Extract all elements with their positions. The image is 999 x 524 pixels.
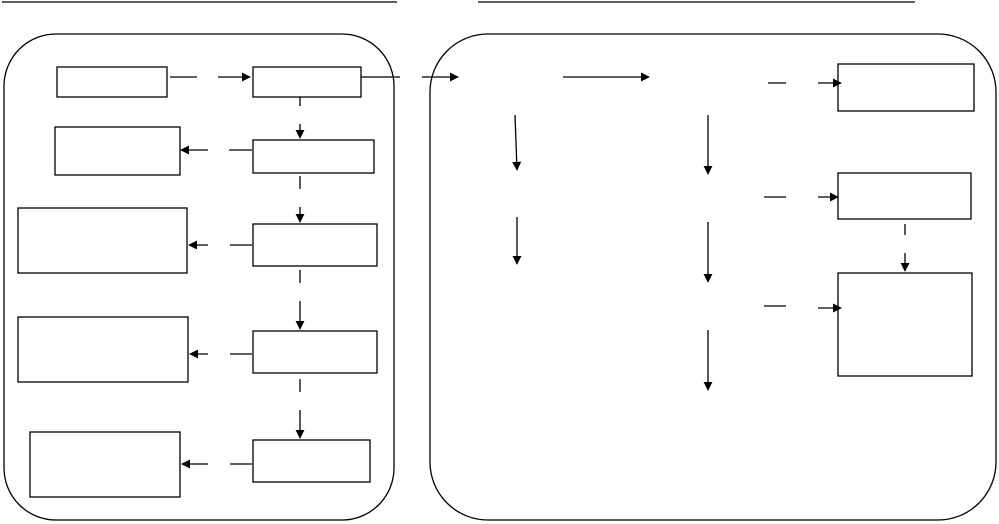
right-panel	[429, 33, 997, 521]
left-main-box-2	[252, 139, 375, 174]
left-source-box	[56, 66, 168, 98]
right-box-3	[837, 272, 973, 377]
left-main-box-5	[252, 439, 371, 483]
left-main-box-4	[252, 330, 378, 374]
left-side-box-3	[17, 207, 188, 274]
right-box-1	[837, 63, 975, 112]
arrow-col1-down-1	[512, 114, 522, 171]
left-side-box-4	[17, 316, 189, 383]
left-main-box-1	[252, 66, 362, 98]
right-box-2	[837, 172, 972, 220]
left-main-box-3	[252, 223, 378, 267]
left-side-box-2	[54, 126, 181, 176]
left-side-box-5	[29, 431, 181, 498]
left-panel	[3, 33, 395, 521]
